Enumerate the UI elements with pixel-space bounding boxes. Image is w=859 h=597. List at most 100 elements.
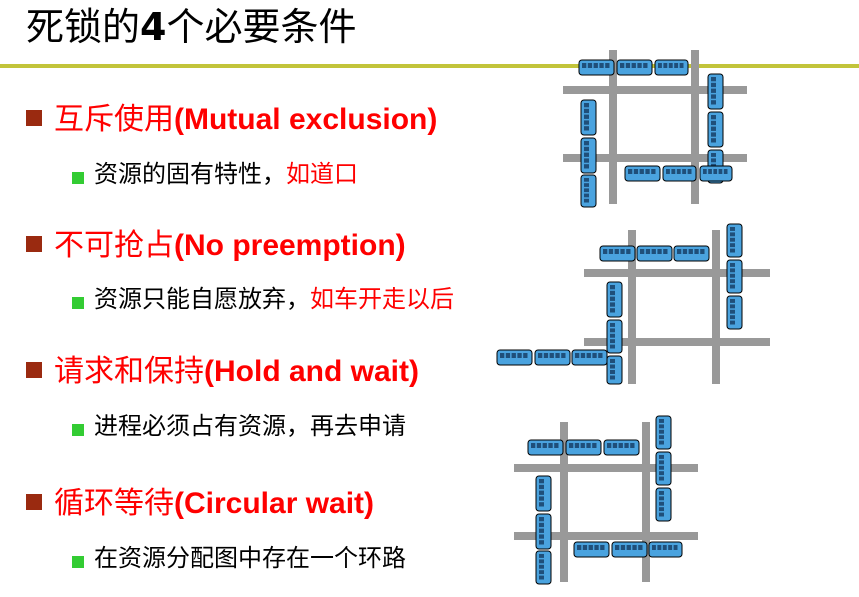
train-window bbox=[682, 169, 687, 174]
train-window bbox=[730, 248, 735, 253]
train-window bbox=[599, 63, 604, 68]
square-bullet-icon bbox=[26, 110, 42, 126]
train-window bbox=[730, 315, 735, 320]
train-window bbox=[584, 152, 589, 157]
train-window bbox=[711, 94, 716, 99]
train-window bbox=[666, 169, 670, 174]
condition-detail-hold-and-wait: 进程必须占有资源，再去申请 bbox=[72, 409, 406, 443]
train-window bbox=[587, 63, 593, 68]
train-window bbox=[711, 120, 716, 126]
train-window bbox=[536, 443, 542, 448]
train-window bbox=[588, 545, 593, 550]
train-window bbox=[531, 443, 536, 448]
train-window bbox=[730, 309, 735, 314]
train-window bbox=[730, 237, 735, 242]
road-segment bbox=[609, 50, 617, 204]
train-intersection-icon bbox=[514, 415, 698, 585]
train-window bbox=[574, 443, 580, 448]
train-window bbox=[584, 108, 589, 114]
train-window bbox=[610, 375, 615, 380]
train-window bbox=[539, 554, 544, 558]
road-segment bbox=[642, 422, 650, 582]
condition-detail-circular-wait: 在资源分配图中存在一个环路 bbox=[72, 541, 406, 575]
train-window bbox=[586, 443, 591, 448]
train-window bbox=[610, 323, 615, 327]
square-bullet-icon bbox=[26, 494, 42, 510]
train-window bbox=[711, 126, 716, 131]
train-window bbox=[674, 63, 679, 68]
train-window bbox=[539, 559, 544, 564]
train-window bbox=[730, 243, 735, 248]
train-window bbox=[651, 249, 656, 254]
train-window bbox=[659, 491, 664, 495]
train-window bbox=[711, 100, 716, 105]
train-window bbox=[584, 188, 589, 193]
train-window bbox=[711, 88, 716, 93]
train-window bbox=[500, 353, 505, 358]
condition-no-preemption: 不可抢占(No preemption) bbox=[26, 226, 406, 266]
train-window bbox=[662, 545, 667, 550]
road-segment bbox=[563, 154, 747, 162]
detail-example: 如道口 bbox=[286, 160, 358, 188]
train-window bbox=[539, 502, 544, 507]
train-window bbox=[608, 249, 614, 254]
condition-en-label: (No preemption) bbox=[174, 229, 406, 262]
train-window bbox=[539, 570, 544, 575]
train-window bbox=[539, 517, 544, 522]
train-window bbox=[610, 359, 615, 363]
train-window bbox=[610, 333, 615, 338]
train-window bbox=[730, 263, 735, 267]
train-window bbox=[517, 353, 522, 358]
train-window bbox=[615, 545, 620, 550]
train-window bbox=[539, 490, 544, 495]
train-window bbox=[730, 227, 735, 231]
train-window bbox=[663, 249, 668, 254]
road-segment bbox=[628, 230, 636, 384]
train-window bbox=[584, 103, 589, 108]
square-bullet-icon bbox=[72, 556, 84, 568]
train-window bbox=[730, 320, 735, 325]
train-intersection-icon bbox=[496, 223, 770, 385]
condition-mutual-exclusion: 互斥使用(Mutual exclusion) bbox=[26, 100, 437, 140]
train-window bbox=[626, 249, 631, 254]
train-window bbox=[638, 545, 643, 550]
train-window bbox=[730, 268, 735, 273]
condition-en-label: (Hold and wait) bbox=[204, 355, 419, 388]
train-window bbox=[584, 158, 589, 163]
train-window bbox=[711, 153, 716, 157]
train-window bbox=[620, 545, 626, 550]
train-window bbox=[659, 512, 664, 517]
train-window bbox=[582, 63, 587, 68]
train-window bbox=[584, 126, 589, 131]
train-window bbox=[711, 132, 716, 137]
train-window bbox=[554, 443, 559, 448]
train-window bbox=[711, 115, 716, 120]
train-window bbox=[730, 284, 735, 289]
train-window bbox=[575, 353, 580, 358]
train-window bbox=[625, 63, 631, 68]
train-window bbox=[605, 63, 610, 68]
title-divider bbox=[0, 64, 859, 68]
train-window bbox=[711, 82, 716, 88]
train-window bbox=[659, 440, 664, 445]
train-window bbox=[640, 249, 645, 254]
train-window bbox=[682, 249, 688, 254]
train-window bbox=[651, 169, 656, 174]
road-segment bbox=[691, 50, 699, 204]
train-window bbox=[657, 249, 662, 254]
train-window bbox=[659, 501, 664, 506]
train-window bbox=[659, 465, 664, 470]
train-window bbox=[610, 344, 615, 349]
page-title-number: 4 bbox=[140, 5, 167, 49]
train-window bbox=[668, 63, 673, 68]
road-segment bbox=[584, 269, 770, 277]
train-window bbox=[730, 299, 735, 303]
train-window bbox=[584, 198, 589, 203]
train-window bbox=[610, 296, 615, 301]
train-window bbox=[659, 435, 664, 440]
train-window bbox=[630, 443, 635, 448]
train-window bbox=[633, 169, 639, 174]
train-window bbox=[614, 249, 619, 254]
train-window bbox=[626, 545, 631, 550]
train-window bbox=[658, 63, 662, 68]
